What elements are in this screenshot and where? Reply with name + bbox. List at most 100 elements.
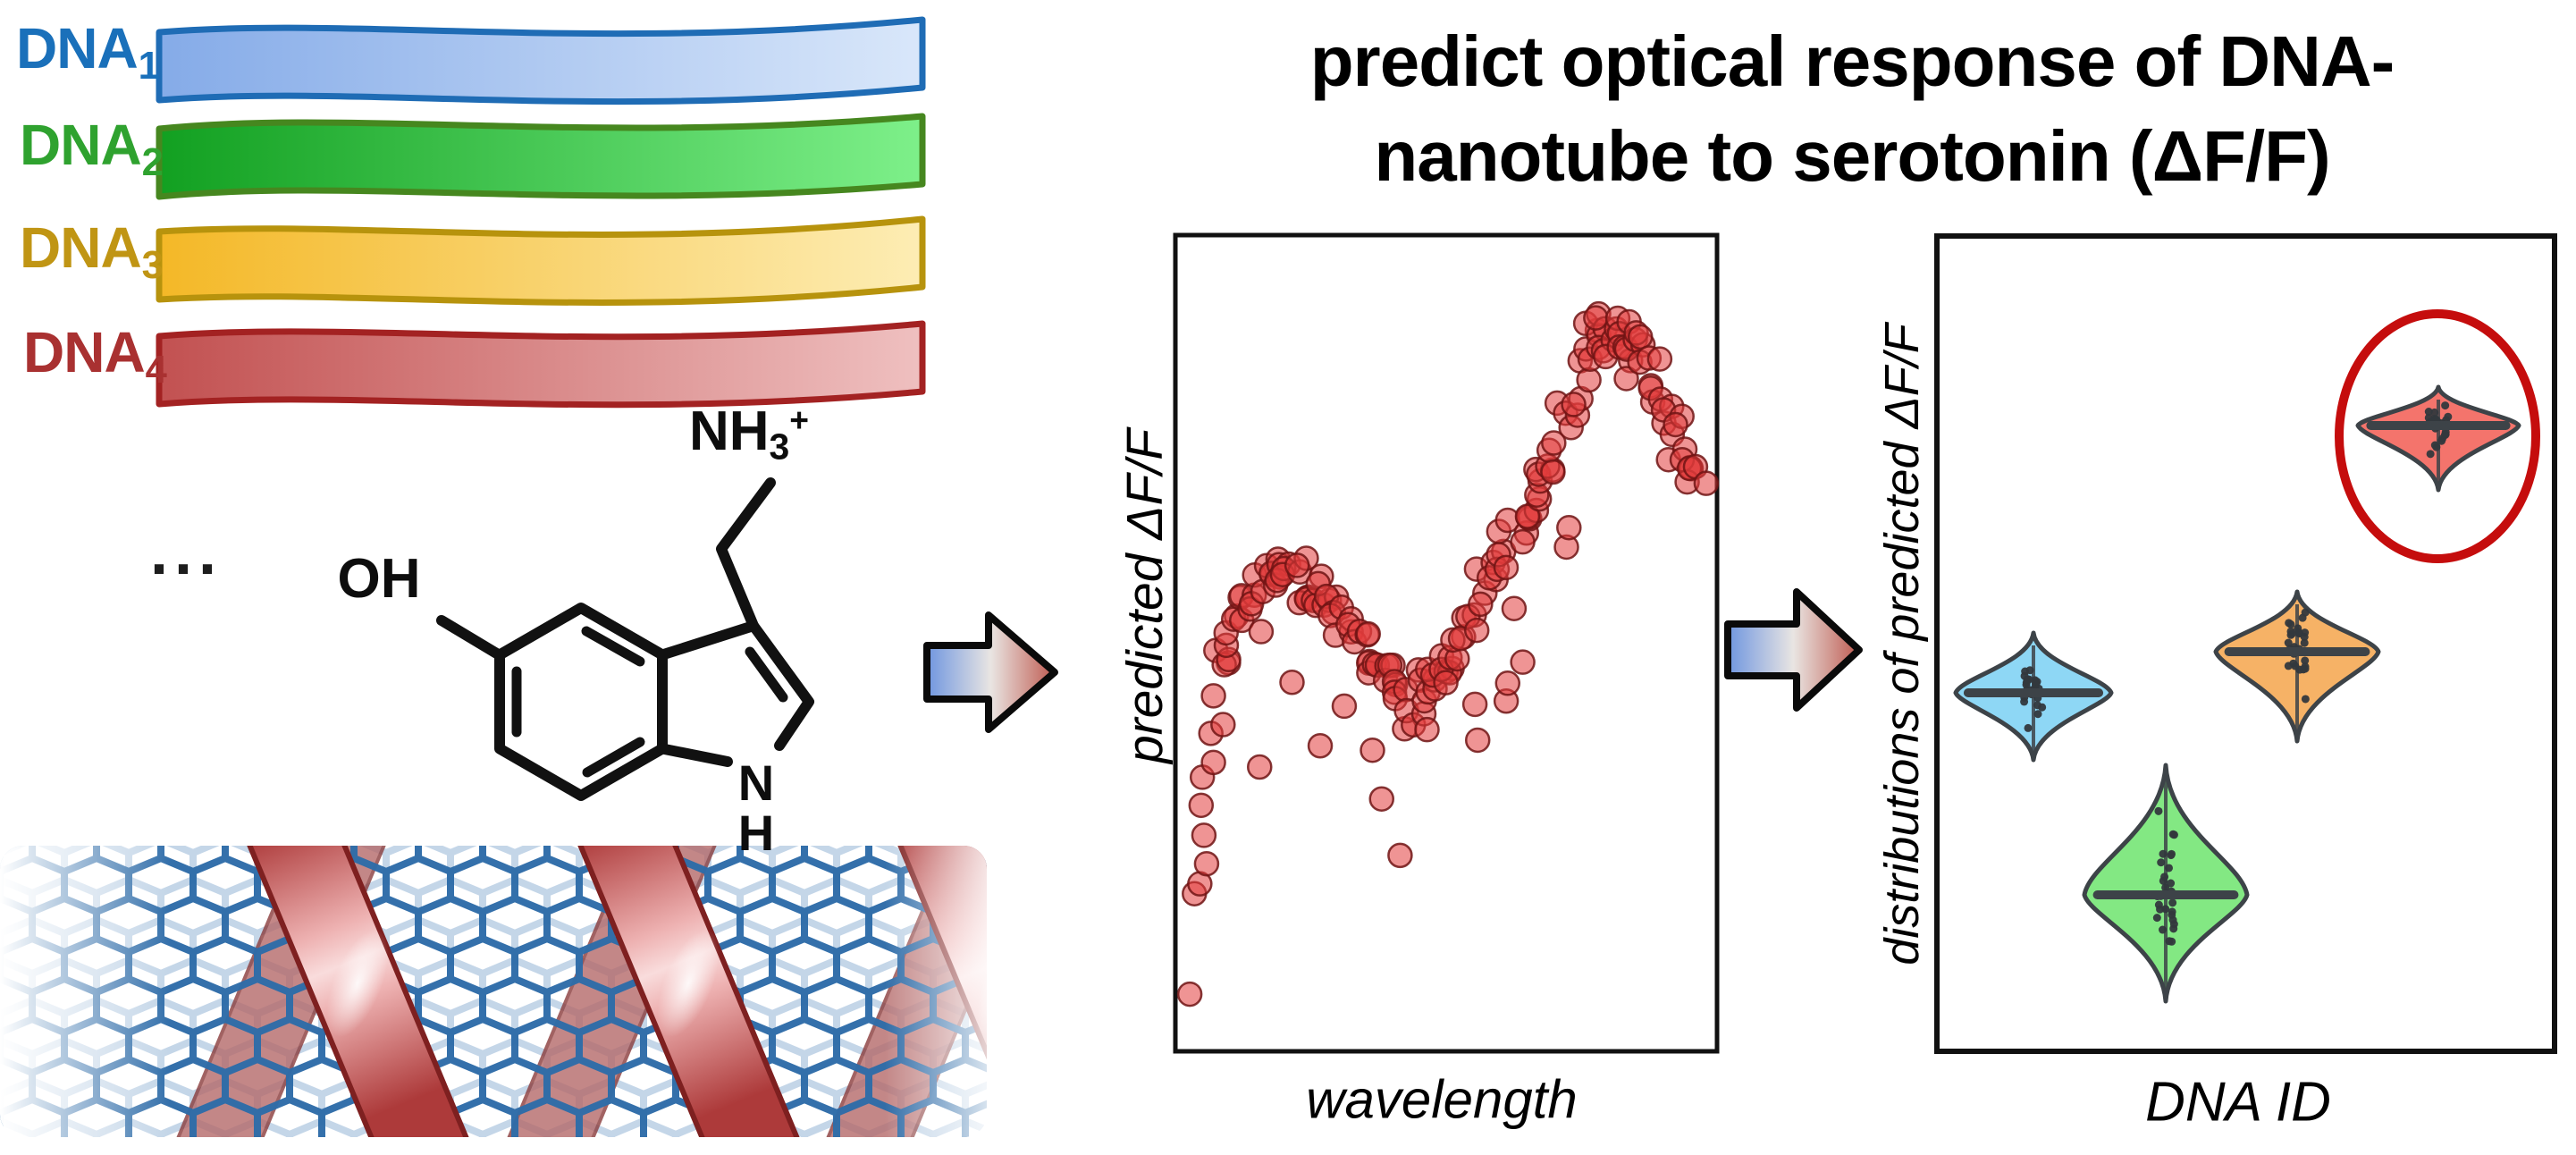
nitrogen-text: N	[737, 755, 775, 811]
scatter-point	[1360, 737, 1385, 763]
dna4-label: DNA4	[23, 324, 167, 392]
dna2-label: DNA2	[20, 116, 164, 185]
scatter-point	[1200, 749, 1226, 776]
violin-dot	[2167, 879, 2176, 888]
pyrrole-ring	[657, 620, 814, 751]
violin-dot	[2033, 710, 2042, 719]
scatter-point	[1501, 595, 1528, 621]
dna2-ribbon	[156, 113, 926, 200]
violin-xlabel: DNA ID	[2145, 1071, 2331, 1134]
violin-dot	[2020, 697, 2029, 706]
serotonin-structure	[436, 477, 814, 801]
violin-dot	[2441, 401, 2450, 410]
scatter-point	[1464, 727, 1491, 754]
left-artwork	[0, 16, 987, 1137]
scatter-point	[1191, 822, 1217, 848]
right-arrow-icon	[1724, 588, 1863, 712]
hydrogen-text: H	[737, 805, 775, 861]
violin-dot	[2299, 665, 2308, 674]
violin-ylabel: distributions of predicted ΔF/F	[1875, 324, 1929, 965]
scatter-point	[1248, 619, 1275, 645]
dna3-label-subscript: 3	[141, 244, 164, 288]
violin-dot	[2287, 629, 2296, 638]
violin-dot	[2168, 898, 2177, 907]
violin-dot	[2300, 638, 2309, 647]
dna1-label: DNA1	[16, 20, 160, 89]
dna4-label-text: DNA	[23, 320, 146, 384]
dna4-label-subscript: 4	[145, 349, 167, 392]
scatter-point	[1433, 670, 1459, 696]
violin-plot-panel	[1934, 233, 2557, 1054]
violin-dot	[2161, 883, 2170, 892]
scatter-point	[1193, 850, 1220, 877]
workflow-arrow-1	[923, 611, 1058, 733]
indole-nh-hydrogen-label: H	[738, 808, 774, 858]
scatter-point	[1556, 514, 1582, 541]
violin-dot	[2165, 864, 2174, 873]
violin-plot-frame	[1934, 233, 2557, 1054]
more-dna-ellipsis: ...	[150, 517, 223, 588]
scatter-point	[1414, 716, 1440, 743]
dna3-ribbon	[156, 215, 926, 306]
figure-title-line1: predict optical response of DNA-	[1309, 21, 2395, 101]
best-dna-highlight-circle	[2335, 309, 2540, 563]
violin-dot	[2167, 851, 2176, 860]
ammonium-label: NH3+	[689, 403, 809, 466]
violin-dot	[2286, 620, 2295, 628]
scatter-point	[1463, 617, 1490, 644]
scatter-point	[1494, 670, 1521, 696]
pyrrole-ring-n-bond	[657, 743, 733, 767]
violin-dot	[2157, 858, 2166, 867]
double-bond-1	[581, 626, 645, 667]
violin-dot	[2159, 925, 2168, 934]
dna-helix-band-highlight-2	[657, 929, 720, 1038]
double-bond-3	[582, 737, 645, 778]
scatter-point	[1200, 683, 1226, 709]
dna1-label-subscript: 1	[138, 45, 160, 89]
violin-dot	[2165, 937, 2174, 946]
scatter-point	[1613, 366, 1639, 392]
dna-helix-band-highlight-1	[326, 929, 389, 1038]
violin-dna1	[1953, 630, 2114, 763]
scatter-point	[1176, 981, 1203, 1007]
violin-dot	[2033, 678, 2041, 687]
violin-dot	[2154, 806, 2163, 815]
dna3-label: DNA3	[20, 219, 164, 288]
scatter-point	[1561, 392, 1587, 417]
violin-dot	[2294, 628, 2303, 637]
scatter-point	[1514, 503, 1541, 529]
indole-nitrogen-label: N	[738, 758, 774, 808]
scatter-point	[1355, 620, 1381, 647]
scatter-point	[1284, 552, 1310, 578]
violin-dot	[2300, 632, 2309, 641]
scatter-point	[1510, 528, 1536, 555]
violin-dot	[2298, 613, 2307, 622]
scatter-point	[1693, 470, 1720, 496]
dna-ribbons	[156, 16, 926, 409]
dna3-label-text: DNA	[20, 215, 142, 280]
scatter-point	[1583, 305, 1609, 331]
dna2-label-subscript: 2	[141, 141, 164, 185]
scatter-point	[1279, 669, 1305, 696]
scatter-plot-frame	[1173, 232, 1720, 1054]
dna1-label-text: DNA	[16, 16, 139, 80]
hydroxyl-bond	[436, 615, 505, 661]
figure-title: predict optical response of DNA- nanotub…	[1182, 14, 2522, 203]
scatter-point	[1331, 693, 1358, 720]
workflow-arrow-2	[1724, 588, 1863, 712]
dna4-ribbon	[156, 320, 926, 409]
violin-dot	[2159, 849, 2168, 858]
violin-dot	[2440, 431, 2449, 440]
carbon-nanotube-illustration	[0, 846, 987, 1137]
scatter-point	[1627, 324, 1654, 350]
violin-dot	[2301, 695, 2310, 704]
ammonium-text: NH	[688, 400, 770, 463]
scatter-points	[1176, 300, 1720, 1007]
violin-dot	[2152, 914, 2161, 923]
violin-dot	[2159, 876, 2168, 885]
hydroxyl-text: OH	[337, 548, 421, 610]
violin-dna2	[2082, 763, 2250, 1004]
double-bond-4	[745, 646, 788, 703]
ethylamine-chain	[716, 477, 776, 631]
